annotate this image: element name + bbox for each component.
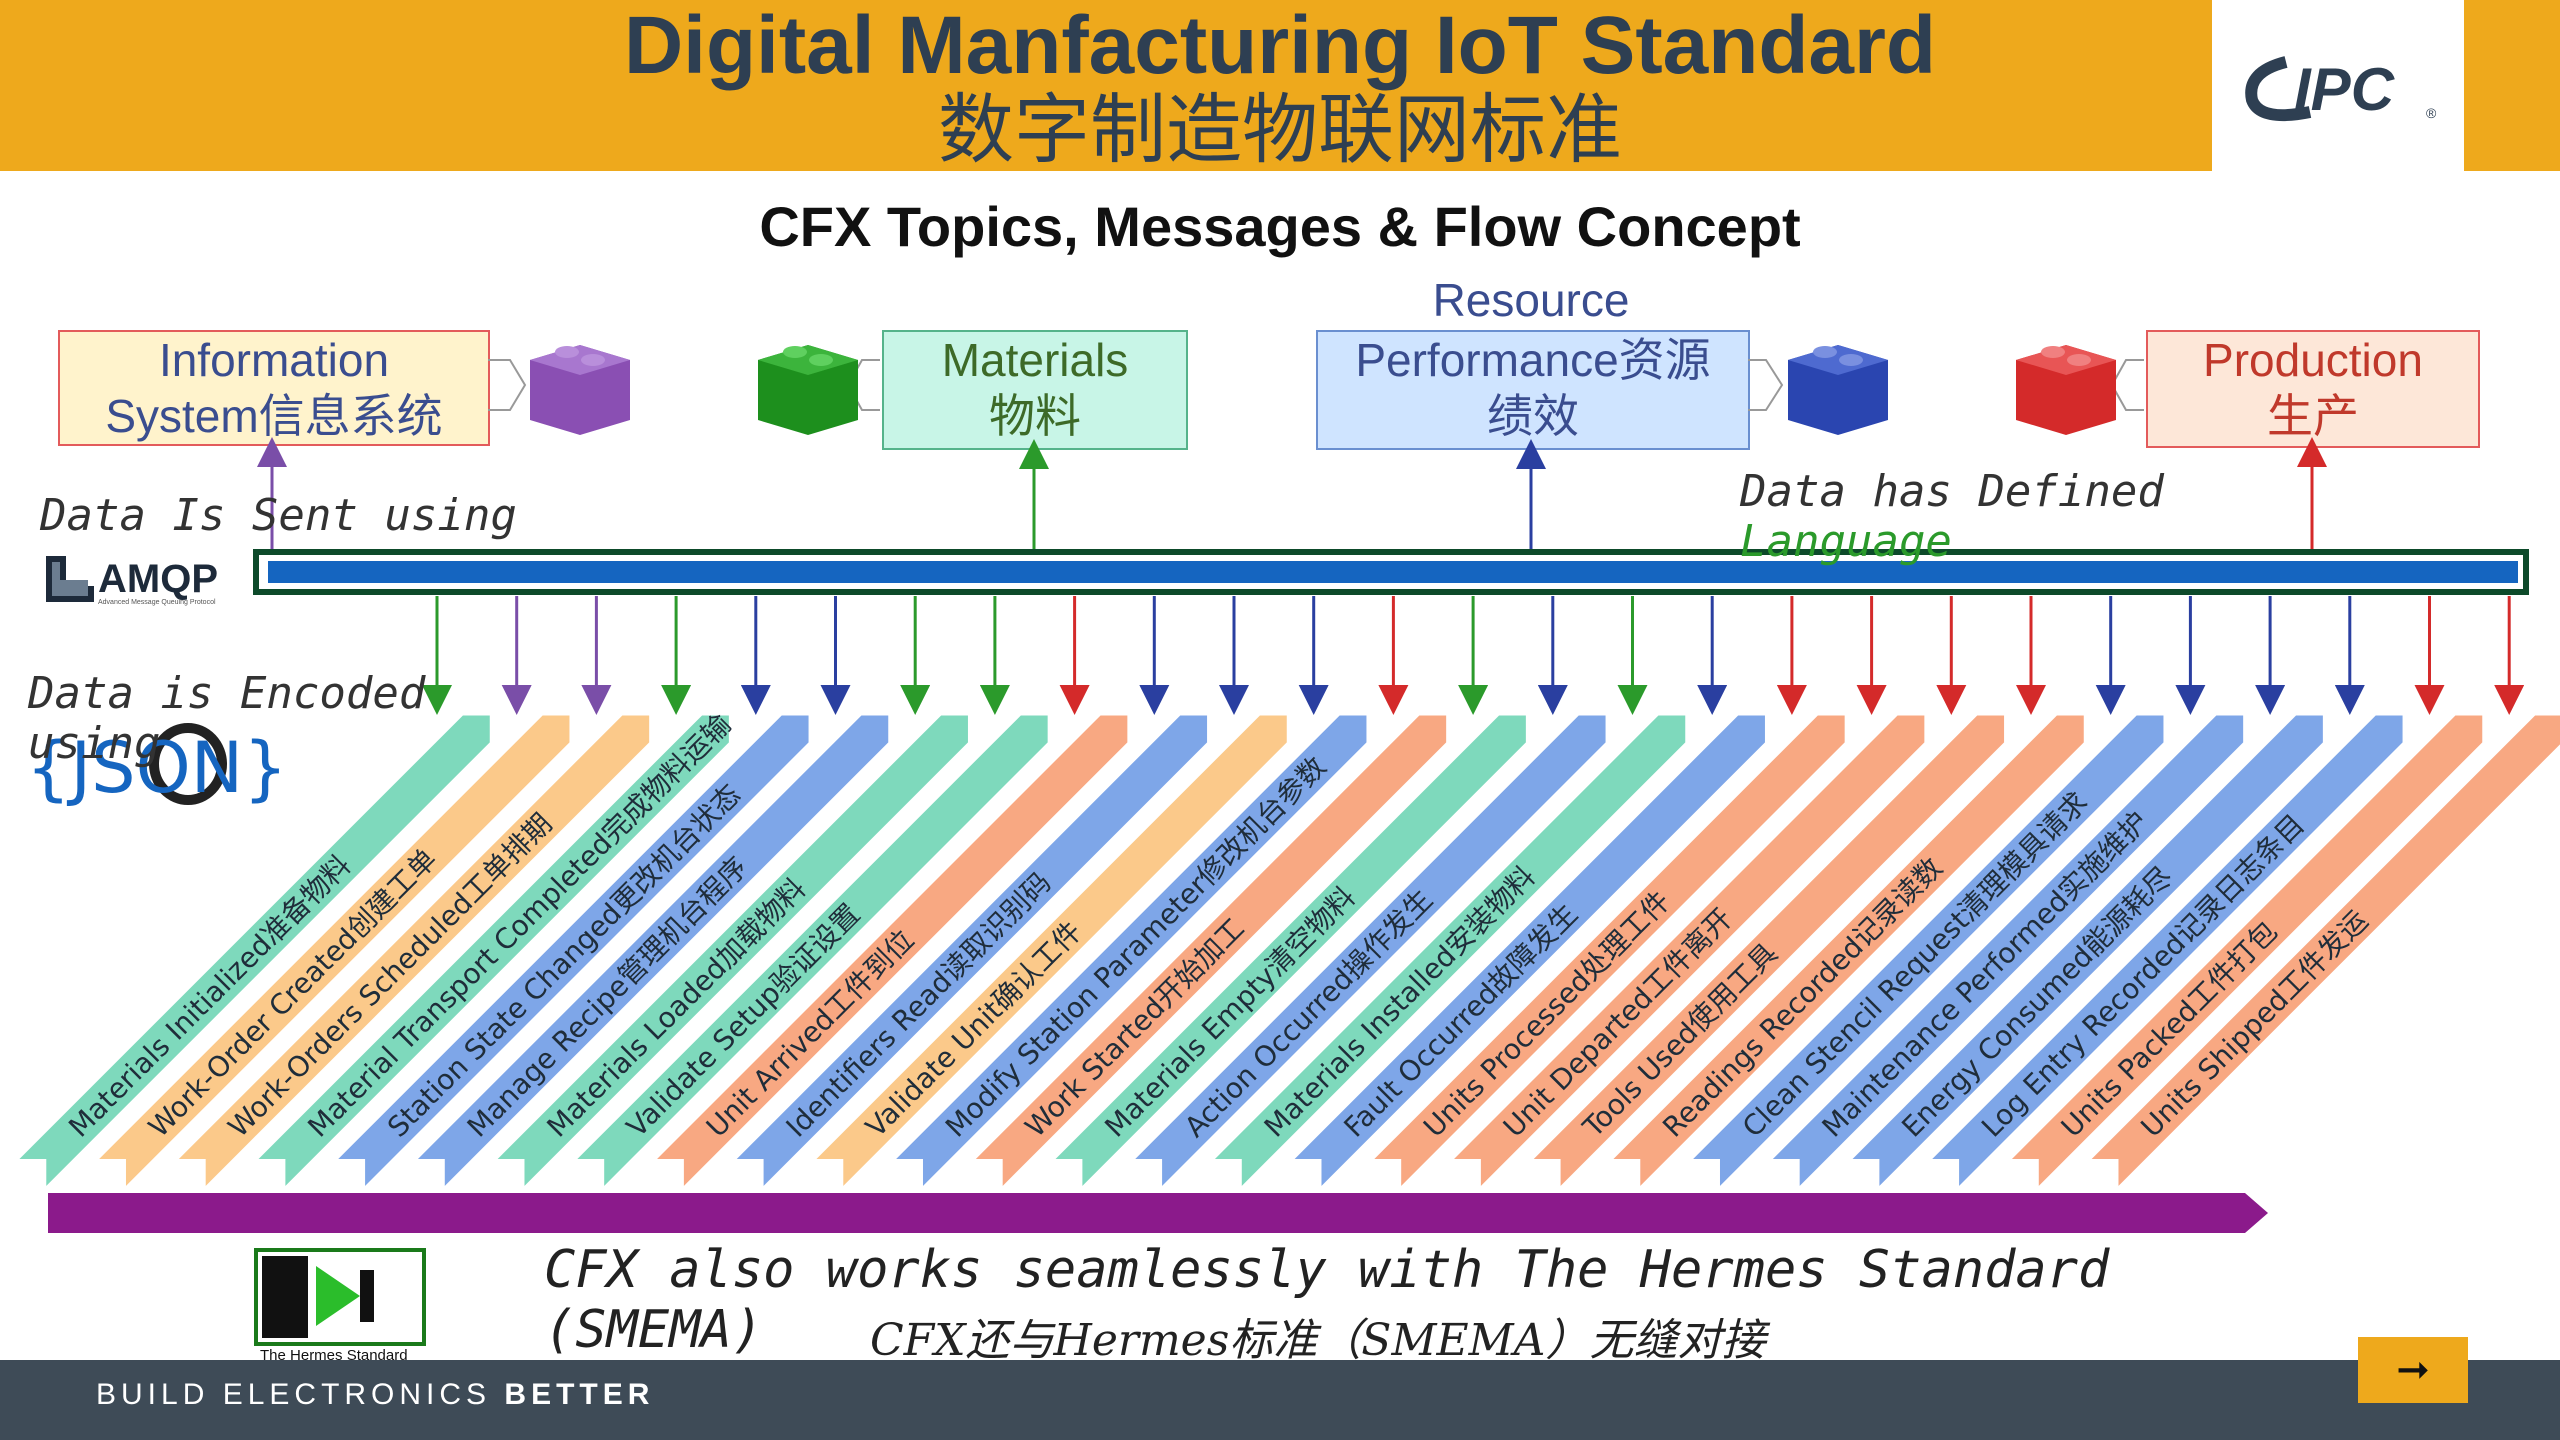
message-bar [1210, 713, 1688, 1191]
lego-brick-red-icon [2016, 345, 2116, 435]
next-slide-button[interactable]: ➞ [2358, 1337, 2468, 1403]
message-bar [2007, 713, 2485, 1191]
label-data-encoded-using: using [28, 718, 161, 769]
message-bar [572, 713, 1050, 1191]
ipc-logo-mark: IPC ® [2245, 56, 2437, 123]
message-bar [1369, 713, 1847, 1191]
amqp-logo-text: AMQP [98, 557, 218, 601]
footer-tagline-a: BUILD ELECTRONICS [96, 1378, 505, 1411]
topic-production-line1: Production [2203, 334, 2423, 386]
message-bar [731, 713, 1210, 1191]
hermes-logo-caption: The Hermes Standard [260, 1347, 408, 1364]
topic-information-line1: Information [158, 334, 390, 386]
message-bar [1767, 713, 2246, 1191]
topic-resource-performance: Performance资源 绩效 [1316, 330, 1750, 450]
message-bus-core [268, 561, 2518, 583]
connector-production [2110, 359, 2144, 411]
diagram-subtitle: CFX Topics, Messages & Flow Concept [759, 195, 1801, 258]
footer-tagline-b: BETTER [504, 1378, 655, 1411]
message-bar [1688, 713, 2166, 1191]
connector-information [488, 359, 527, 411]
message-bar [1050, 713, 1528, 1191]
message-bar [413, 713, 891, 1191]
topic-resource-line2: 绩效 [1487, 390, 1579, 442]
message-bar [652, 713, 1130, 1191]
topic-resource-label: Resource [1432, 274, 1630, 326]
topic-information-line2: System信息系统 [105, 390, 443, 442]
footer-bar [0, 1360, 2560, 1440]
topic-materials-line2: 物料 [989, 390, 1081, 442]
message-bar [811, 713, 1289, 1191]
header-band [0, 0, 2212, 171]
message-bar [1608, 713, 2086, 1191]
message-bar [1927, 713, 2405, 1191]
topic-resource-line1: Performance资源 [1355, 334, 1711, 386]
hermes-statement-smema: (SMEMA) [544, 1300, 764, 1360]
topic-materials-line1: Materials [941, 334, 1129, 386]
message-bar [173, 713, 652, 1191]
message-bar [94, 713, 572, 1191]
json-logo: {JSON} [26, 723, 288, 809]
label-data-encoded: Data is Encoded [28, 668, 426, 719]
connector-resource [1748, 359, 1784, 411]
json-logo-text: {JSON} [26, 727, 288, 809]
message-bar [333, 713, 811, 1191]
message-bar [1449, 713, 1927, 1191]
hermes-statement: CFX also works seamlessly with The Herme… [544, 1240, 2110, 1300]
message-bar [1130, 713, 1608, 1191]
footer-tagline: BUILD ELECTRONICS BETTER [96, 1378, 654, 1412]
page-title: Digital Manfacturing IoT Standard [623, 0, 1937, 91]
lego-brick-purple-icon [530, 345, 630, 435]
hermes-statement-cn: CFX还与Hermes标准（SMEMA）无缝对接 [870, 1315, 1766, 1366]
flow-direction-arrow [48, 1193, 2268, 1233]
message-bar [970, 713, 1449, 1191]
hermes-logo: The Hermes Standard [254, 1248, 426, 1364]
label-data-defined: Data has Defined [1740, 466, 2164, 517]
ipc-logo-registered: ® [2426, 105, 2437, 121]
ipc-logo-text: IPC [2294, 56, 2396, 123]
ipc-logo: IPC ® [2212, 0, 2464, 171]
message-bar [253, 713, 731, 1191]
page-title-cn: 数字制造物联网标准 [938, 85, 1622, 174]
message-bar [492, 713, 970, 1191]
message-bar [2086, 713, 2560, 1191]
message-bar [1289, 713, 1767, 1191]
message-bar [14, 713, 492, 1191]
label-data-sent: Data Is Sent using [40, 490, 517, 541]
amqp-logo-subtitle: Advanced Message Queuing Protocol [98, 599, 216, 606]
topic-materials: Materials 物料 [882, 330, 1188, 450]
message-bar [1847, 713, 2325, 1191]
label-data-defined-language: Language [1740, 516, 1952, 567]
amqp-logo: AMQP Advanced Message Queuing Protocol [46, 556, 218, 606]
message-bar [891, 713, 1369, 1191]
lego-brick-green-icon [758, 345, 858, 435]
header-band-right [2464, 0, 2560, 171]
topic-production-line2: 生产 [2267, 390, 2359, 442]
lego-brick-blue-icon [1788, 345, 1888, 435]
message-bar [1528, 713, 2007, 1191]
